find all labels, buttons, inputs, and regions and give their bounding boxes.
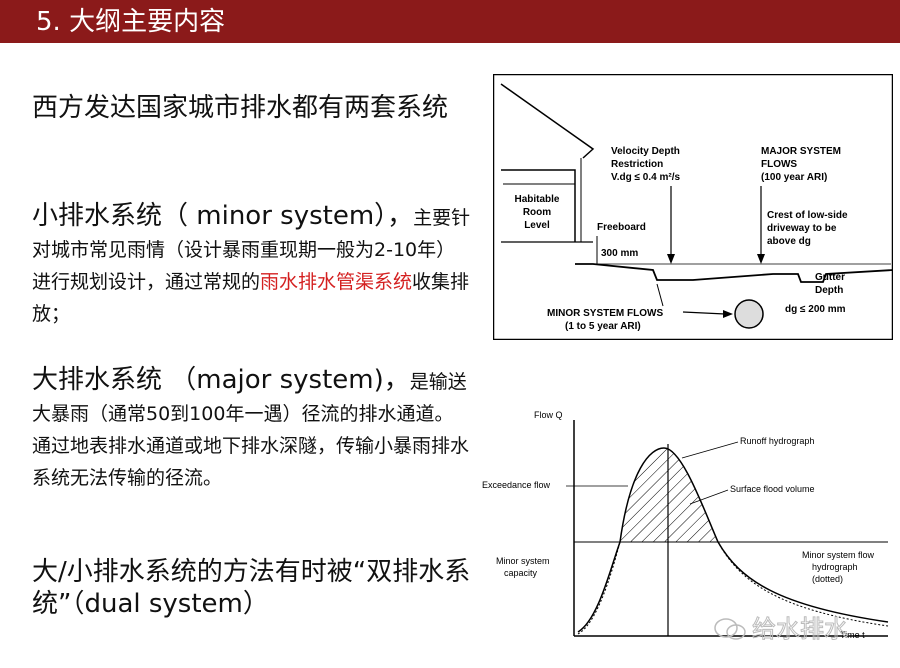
minor-hydro-label-2: hydrograph	[812, 562, 858, 572]
major-label-3: (100 year ARI)	[761, 172, 827, 183]
habitable-label-2: Room	[523, 207, 551, 218]
wechat-icon	[714, 618, 738, 638]
watermark: 给水排水	[712, 610, 892, 646]
minor-capacity-label-2: capacity	[504, 568, 538, 578]
diagram-frame	[493, 74, 893, 340]
paragraph-4: 大/小排水系统的方法有时被“双排水系统”（dual system）	[32, 557, 471, 619]
crest-label-3: above dg	[767, 236, 811, 247]
depth-300-label: 300 mm	[601, 248, 638, 259]
major-arrowhead	[757, 254, 765, 264]
minor-arrow	[682, 311, 726, 315]
runoff-curve	[577, 447, 889, 633]
minor-system-text-b: 收集排放；	[32, 271, 470, 325]
gutter-label-1: Gutter	[815, 272, 845, 283]
minor-flow-curve	[577, 541, 889, 635]
major-system-text: 是输送大暴雨（通常50到100年一遇）径流的排水通道。通过地表排水通道或地下排水…	[32, 371, 470, 489]
house-roof	[500, 83, 595, 159]
minor-leader	[656, 283, 664, 307]
gutter-label-2: Depth	[815, 285, 843, 296]
paragraph-1: 西方发达国家城市排水都有两套系统	[32, 93, 449, 123]
minor-system-heading: 小排水系统（ minor system），	[32, 201, 414, 231]
flow-q-label: Flow Q	[534, 410, 563, 420]
surface-label: Surface flood volume	[730, 484, 815, 494]
crest-label-2: driveway to be	[767, 223, 837, 234]
velocity-label-2: Restriction	[611, 159, 663, 170]
paragraph-2: 小排水系统（ minor system），主要针对城市常见雨情（设计暴雨重现期一…	[32, 200, 472, 330]
page-title: 5. 大纲主要内容	[36, 7, 226, 37]
crest-label-1: Crest of low-side	[767, 210, 848, 221]
title-bar: 5. 大纲主要内容	[0, 0, 900, 43]
velocity-arrowhead	[667, 254, 675, 264]
major-label-1: MAJOR SYSTEM	[761, 146, 841, 157]
watermark-graphic: 给水排水	[714, 615, 849, 644]
minor-arrowhead	[723, 310, 733, 318]
minor-flows-label-2: (1 to 5 year ARI)	[565, 321, 641, 332]
dg-200-label: dg ≤ 200 mm	[785, 304, 846, 315]
minor-flows-label-1: MINOR SYSTEM FLOWS	[547, 308, 663, 319]
minor-capacity-label-1: Minor system	[496, 556, 550, 566]
surface-flood-area	[620, 448, 718, 542]
street-section-diagram: Habitable Room Level Velocity Depth Rest…	[493, 74, 893, 340]
minor-hydro-label-1: Minor system flow	[802, 550, 875, 560]
freeboard-label: Freeboard	[597, 222, 646, 233]
house-wall	[501, 169, 576, 242]
pipe-circle	[734, 299, 764, 329]
velocity-label-3: V.dg ≤ 0.4 m²/s	[611, 172, 680, 183]
major-system-heading: 大排水系统 （major system)，	[32, 365, 410, 395]
habitable-label-3: Level	[524, 220, 550, 231]
ground-profile	[575, 263, 893, 283]
runoff-label: Runoff hydrograph	[740, 436, 814, 446]
habitable-label-1: Habitable	[514, 194, 559, 205]
minor-hydro-label-3: (dotted)	[812, 574, 843, 584]
wechat-icon-small	[726, 624, 746, 640]
minor-system-text-a: 主要针对城市常见雨情（设计暴雨重现期一般为2-10年）进行规划设计，通过常规的	[32, 207, 471, 293]
paragraph-3: 大排水系统 （major system)，是输送大暴雨（通常50到100年一遇）…	[32, 364, 472, 494]
hydrograph-diagram: Flow Q Time t Runoff hydrograph Exceedan…	[482, 410, 889, 640]
velocity-label-1: Velocity Depth	[611, 146, 680, 157]
minor-system-highlight: 雨水排水管渠系统	[260, 271, 413, 293]
exceedance-label: Exceedance flow	[482, 480, 551, 490]
runoff-leader	[681, 441, 739, 459]
watermark-text: 给水排水	[752, 615, 848, 643]
time-label: Time t	[840, 630, 865, 640]
major-label-2: FLOWS	[761, 159, 797, 170]
surface-leader	[689, 489, 729, 505]
